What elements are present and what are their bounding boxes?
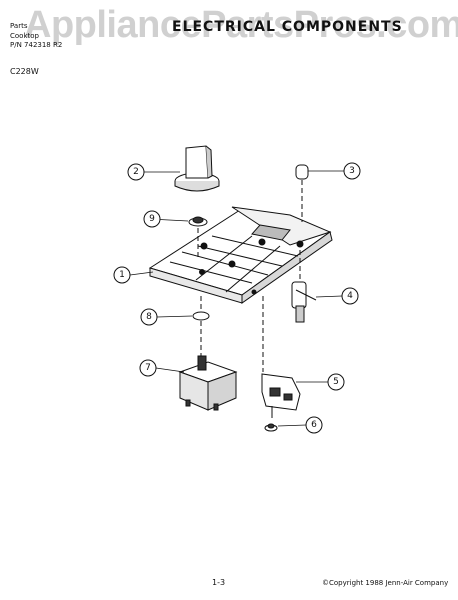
infinite-switch-part[interactable] [178, 355, 238, 411]
page-number: 1-3 [212, 578, 226, 587]
callout-circle-6 [305, 416, 323, 434]
callout-3[interactable]: 3 [349, 166, 355, 176]
callout-circle-7 [139, 359, 157, 377]
callout-9[interactable]: 9 [149, 214, 155, 224]
watermark: AppliancePartsPros.com [24, 4, 458, 46]
callout-circle-2 [127, 163, 145, 181]
knob-part[interactable] [174, 145, 220, 192]
callout-6[interactable]: 6 [311, 420, 317, 430]
callout-circle-8 [140, 308, 158, 326]
callout-1[interactable]: 1 [119, 270, 125, 280]
o-ring-part[interactable] [192, 296, 210, 356]
callout-circle-9 [143, 210, 161, 228]
header-line-2: Cooktop [10, 32, 39, 40]
callout-7[interactable]: 7 [145, 363, 151, 373]
callout-circle-3 [343, 162, 361, 180]
page-title: ELECTRICAL COMPONENTS [172, 19, 403, 35]
terminal-block-part[interactable] [261, 296, 301, 418]
callout-5[interactable]: 5 [333, 377, 339, 387]
copyright-notice: ©Copyright 1988 Jenn-Air Company [322, 579, 449, 587]
screw-part[interactable] [264, 423, 278, 432]
callout-2[interactable]: 2 [133, 167, 139, 177]
pilot-light-part[interactable] [295, 164, 309, 222]
model-number: C228W [10, 67, 39, 76]
control-panel-part[interactable] [148, 206, 333, 304]
switch-part[interactable] [291, 250, 317, 323]
callout-circle-4 [341, 287, 359, 305]
callout-circle-5 [327, 373, 345, 391]
callout-4[interactable]: 4 [347, 291, 353, 301]
callout-8[interactable]: 8 [146, 312, 152, 322]
callout-circle-1 [113, 266, 131, 284]
header-line-1: Parts [10, 22, 28, 30]
clip-part[interactable] [188, 216, 208, 258]
part-number: P/N 742318 R2 [10, 41, 63, 49]
